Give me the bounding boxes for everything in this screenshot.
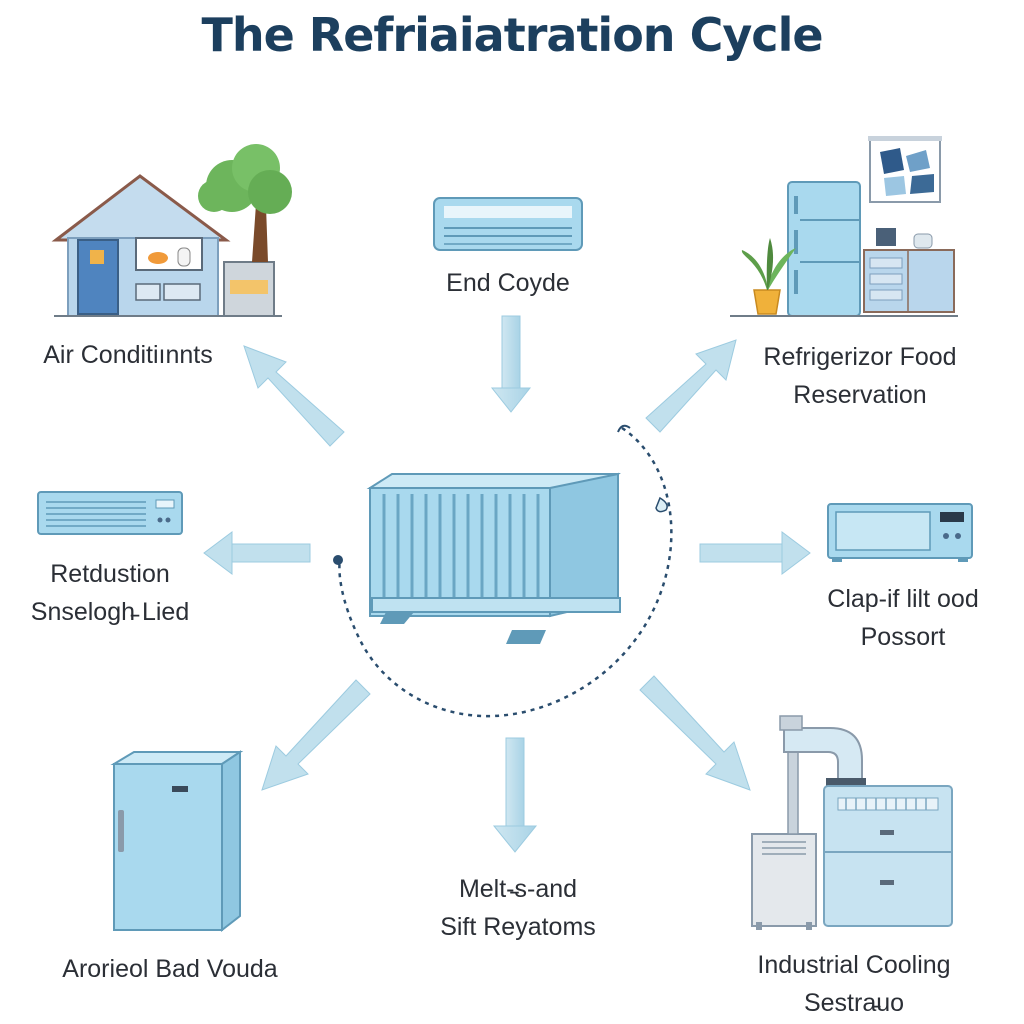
- label-mid-right: Clap-if lilt ood Possort: [800, 580, 1006, 656]
- arrow-to-bottom-left: [261, 679, 371, 791]
- label-mid-left: Retdustion Snselogh̵ Lied: [10, 555, 210, 631]
- label-top: End Coyde: [408, 264, 608, 302]
- label-top-left-text: Air Conditiınnts: [43, 341, 213, 369]
- cycle-drop-icon: [655, 496, 668, 513]
- cycle-start-dot: [333, 555, 343, 565]
- freezer-icon: [110, 750, 244, 933]
- industrial-chiller-icon: [751, 715, 953, 930]
- label-bottom-left: Arorieol Bad Vouda: [40, 950, 300, 988]
- label-mid-right-line2: Possort: [860, 623, 946, 651]
- arrow-to-bottom-right: [639, 675, 751, 791]
- arrow-to-mid-left: [203, 531, 311, 575]
- label-top-text: End Coyde: [446, 269, 570, 297]
- compressor-icon: [366, 472, 621, 644]
- label-top-right-line2: Reservation: [793, 381, 927, 409]
- tree-icon: [198, 144, 292, 262]
- ac-panel-icon: [37, 491, 183, 535]
- wall-picture-icon: [868, 136, 942, 203]
- label-bottom-left-text: Arorieol Bad Vouda: [62, 955, 278, 983]
- cycle-end-hook-right: [617, 424, 631, 433]
- arrow-from-top: [490, 315, 532, 413]
- label-mid-right-line1: Clap-if lilt ood: [827, 585, 979, 613]
- label-top-right-line1: Refrigerizor Food: [763, 343, 957, 371]
- arrow-to-bottom: [492, 737, 538, 853]
- dashed-cycle-path: [338, 426, 673, 718]
- plant-icon: [741, 238, 796, 315]
- arrow-to-top-right: [645, 339, 737, 433]
- label-mid-left-line2: Snselogh̵ Lied: [30, 598, 190, 626]
- label-mid-left-line1: Retdustion: [50, 560, 170, 588]
- label-bottom-right: Industrial Cooling Sestra̵uo: [734, 946, 974, 1022]
- kitchen-cabinet-icon: [730, 228, 958, 317]
- label-bottom-line2: Sift Reyatoms: [440, 913, 596, 941]
- label-bottom-right-line1: Industrial Cooling: [757, 951, 951, 979]
- arrow-to-top-left: [243, 345, 345, 447]
- label-bottom-right-line2: Sestra̵uo: [803, 989, 905, 1017]
- label-top-left: Air Conditiınnts: [18, 336, 238, 374]
- house-icon: [51, 174, 282, 317]
- arrow-to-mid-right: [699, 531, 811, 575]
- diagram-title: The Refriaiatration Cycle: [201, 8, 823, 62]
- label-top-right: Refrigerizor Food Reservation: [740, 338, 980, 414]
- microwave-icon: [827, 503, 973, 562]
- label-bottom-line1: Melt-̵s-and: [458, 875, 578, 903]
- label-bottom: Melt-̵s-and Sift Reyatoms: [408, 870, 628, 946]
- wall-ac-icon: [433, 197, 583, 251]
- refrigerator-icon: [787, 181, 861, 317]
